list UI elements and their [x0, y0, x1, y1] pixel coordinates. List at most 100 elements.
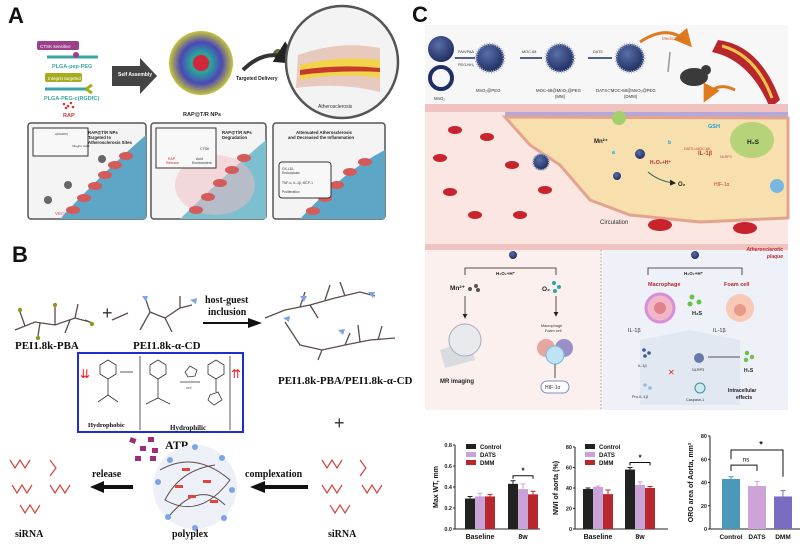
foam-cell-nucleus: [734, 304, 746, 316]
box1-title-3: Atherosclerosis Sites: [88, 140, 133, 145]
error-bar: [780, 490, 786, 497]
plus-sign-2: +: [334, 413, 345, 433]
plaque-nanoparticle-1: [635, 149, 645, 159]
circulation-label: Circulation: [600, 220, 628, 226]
panel-c: C MnO₂ PAH/PAA PEG-NH₂ MnO₂@PEG MOC-68 M…: [412, 2, 790, 410]
path-b-label: b: [668, 140, 671, 146]
left-cells-label-2: Foam cell: [545, 329, 562, 333]
left-mn-label: Mn²⁺: [450, 285, 466, 292]
y-tick-label: 0: [569, 527, 572, 533]
acid-label-2: Environment: [192, 161, 212, 165]
mn-ion-label: Mn²⁺: [594, 138, 608, 145]
bar: [508, 483, 518, 529]
vessel-plaque: [721, 44, 774, 99]
right-h2o2-label: H₂O₂+H⁺: [684, 271, 704, 276]
polymer1-label: PLGA-pep-PEG: [52, 64, 92, 70]
intracellular-zoom: [640, 330, 740, 405]
integrin-tag-2: Integrin αvβ3: [72, 144, 90, 148]
il1b-label-b: IL-1β: [713, 328, 726, 334]
pei-pba-polymer: [14, 303, 129, 337]
left-o2-label: O₂: [542, 286, 550, 293]
legend-label: DATS: [599, 453, 615, 459]
y-tick-label: 0.2: [444, 506, 452, 512]
bar: [645, 488, 655, 529]
h2o2-label: H₂O₂+H⁺: [650, 160, 671, 166]
left-h2o2-label: H₂O₂+H⁺: [496, 271, 516, 276]
bar: [625, 469, 635, 529]
foam-cell-cluster: [730, 122, 774, 158]
ctsk-label: CTSK: [200, 147, 210, 151]
polyplex-strands: [159, 461, 231, 516]
error-bar: [477, 492, 483, 497]
x-tick-label: 8w: [518, 534, 528, 541]
medication-label: Medication: [662, 36, 684, 41]
significance-bracket: [629, 462, 651, 466]
bar: [635, 484, 645, 529]
h2s-label: H₂S: [747, 139, 760, 146]
self-assembly-label: Self Assembly: [118, 72, 152, 78]
error-bar: [728, 476, 734, 480]
rgd-ligand-icon: [85, 83, 93, 95]
y-tick-label: 20: [566, 507, 572, 513]
y-axis-label: ORO area of Aorta, mm²: [688, 442, 695, 522]
nlrp3-label-2: NLRP3: [692, 368, 704, 372]
blood-flow: [300, 66, 380, 75]
h2s-molecules-icon-2: [743, 350, 755, 363]
hif-badge: [540, 380, 570, 394]
split-arrow-right: [647, 267, 743, 275]
mr-imaging-label: MR imaging: [440, 379, 474, 385]
oxldl-label-2: Endocytosis: [282, 171, 300, 175]
legend-label: DATS: [480, 453, 496, 459]
imaging-nanoparticle: [509, 251, 517, 259]
nlrp3-icon: [694, 353, 704, 363]
bar: [583, 489, 593, 529]
significance-star: *: [638, 454, 642, 463]
y-tick-label: 80: [566, 445, 572, 451]
blood-vessel-icon: [712, 40, 780, 108]
path-a-label: a: [612, 150, 615, 156]
x-tick-label: DATS: [748, 534, 766, 541]
bar: [465, 498, 475, 529]
nanoparticle-core: [193, 55, 209, 71]
y-axis-label: Max WT, mm: [433, 466, 440, 508]
atp-small-label: ATP: [186, 386, 192, 390]
box2-title-2: Degradation: [222, 135, 247, 140]
bar: [748, 485, 766, 529]
step-label-pegnh2: PEG-NH₂: [458, 63, 475, 67]
dmm-nanoparticle-icon: [614, 42, 646, 74]
il1b-label: IL-1β: [698, 151, 713, 157]
endothelium-layer: [505, 112, 788, 119]
pei-cd-polymer: [139, 296, 193, 333]
panel-label-b: B: [12, 242, 28, 267]
atp-molecules: [129, 437, 158, 461]
therapy-nanoparticle: [691, 251, 699, 259]
error-bar: [637, 481, 643, 485]
rap-label: RAP: [63, 113, 75, 119]
y-tick-label: 40: [701, 481, 707, 487]
targeted-delivery-label: Targeted Delivery: [236, 76, 278, 82]
left-cells-label-1: Macrophage: [541, 324, 562, 328]
h2s-molecules-icon: [687, 294, 702, 307]
legend-swatch: [585, 452, 595, 457]
boronate-structures: [97, 356, 231, 430]
significance-bracket: [512, 475, 534, 479]
mm-nanoparticle-icon: [544, 42, 576, 74]
rap-release-label-1: RAP: [168, 157, 176, 161]
legend-swatch: [466, 452, 476, 457]
ctsk-tag-box: [37, 41, 79, 50]
box3-title-1: Attenuated Atherosclerosis: [296, 130, 353, 135]
significance-star: *: [521, 467, 525, 476]
box2-title-1: RAP@T/R NPs: [222, 130, 252, 135]
pba-groups: [17, 302, 95, 341]
panel-label-c: C: [412, 2, 428, 27]
y-tick-label: 0.4: [444, 485, 453, 491]
polyplex-cd-groups: [155, 444, 235, 531]
panel-a-box-3: Attenuated Atherosclerosis and Decreased…: [272, 122, 386, 220]
y-tick-label: 40: [566, 486, 572, 492]
legend-label: DMM: [480, 461, 494, 467]
significance-bracket: [730, 449, 784, 477]
macrophage-label: Macrophage: [648, 282, 680, 288]
left-hif-label: HIF-1α: [545, 385, 561, 391]
error-bar: [595, 485, 601, 487]
